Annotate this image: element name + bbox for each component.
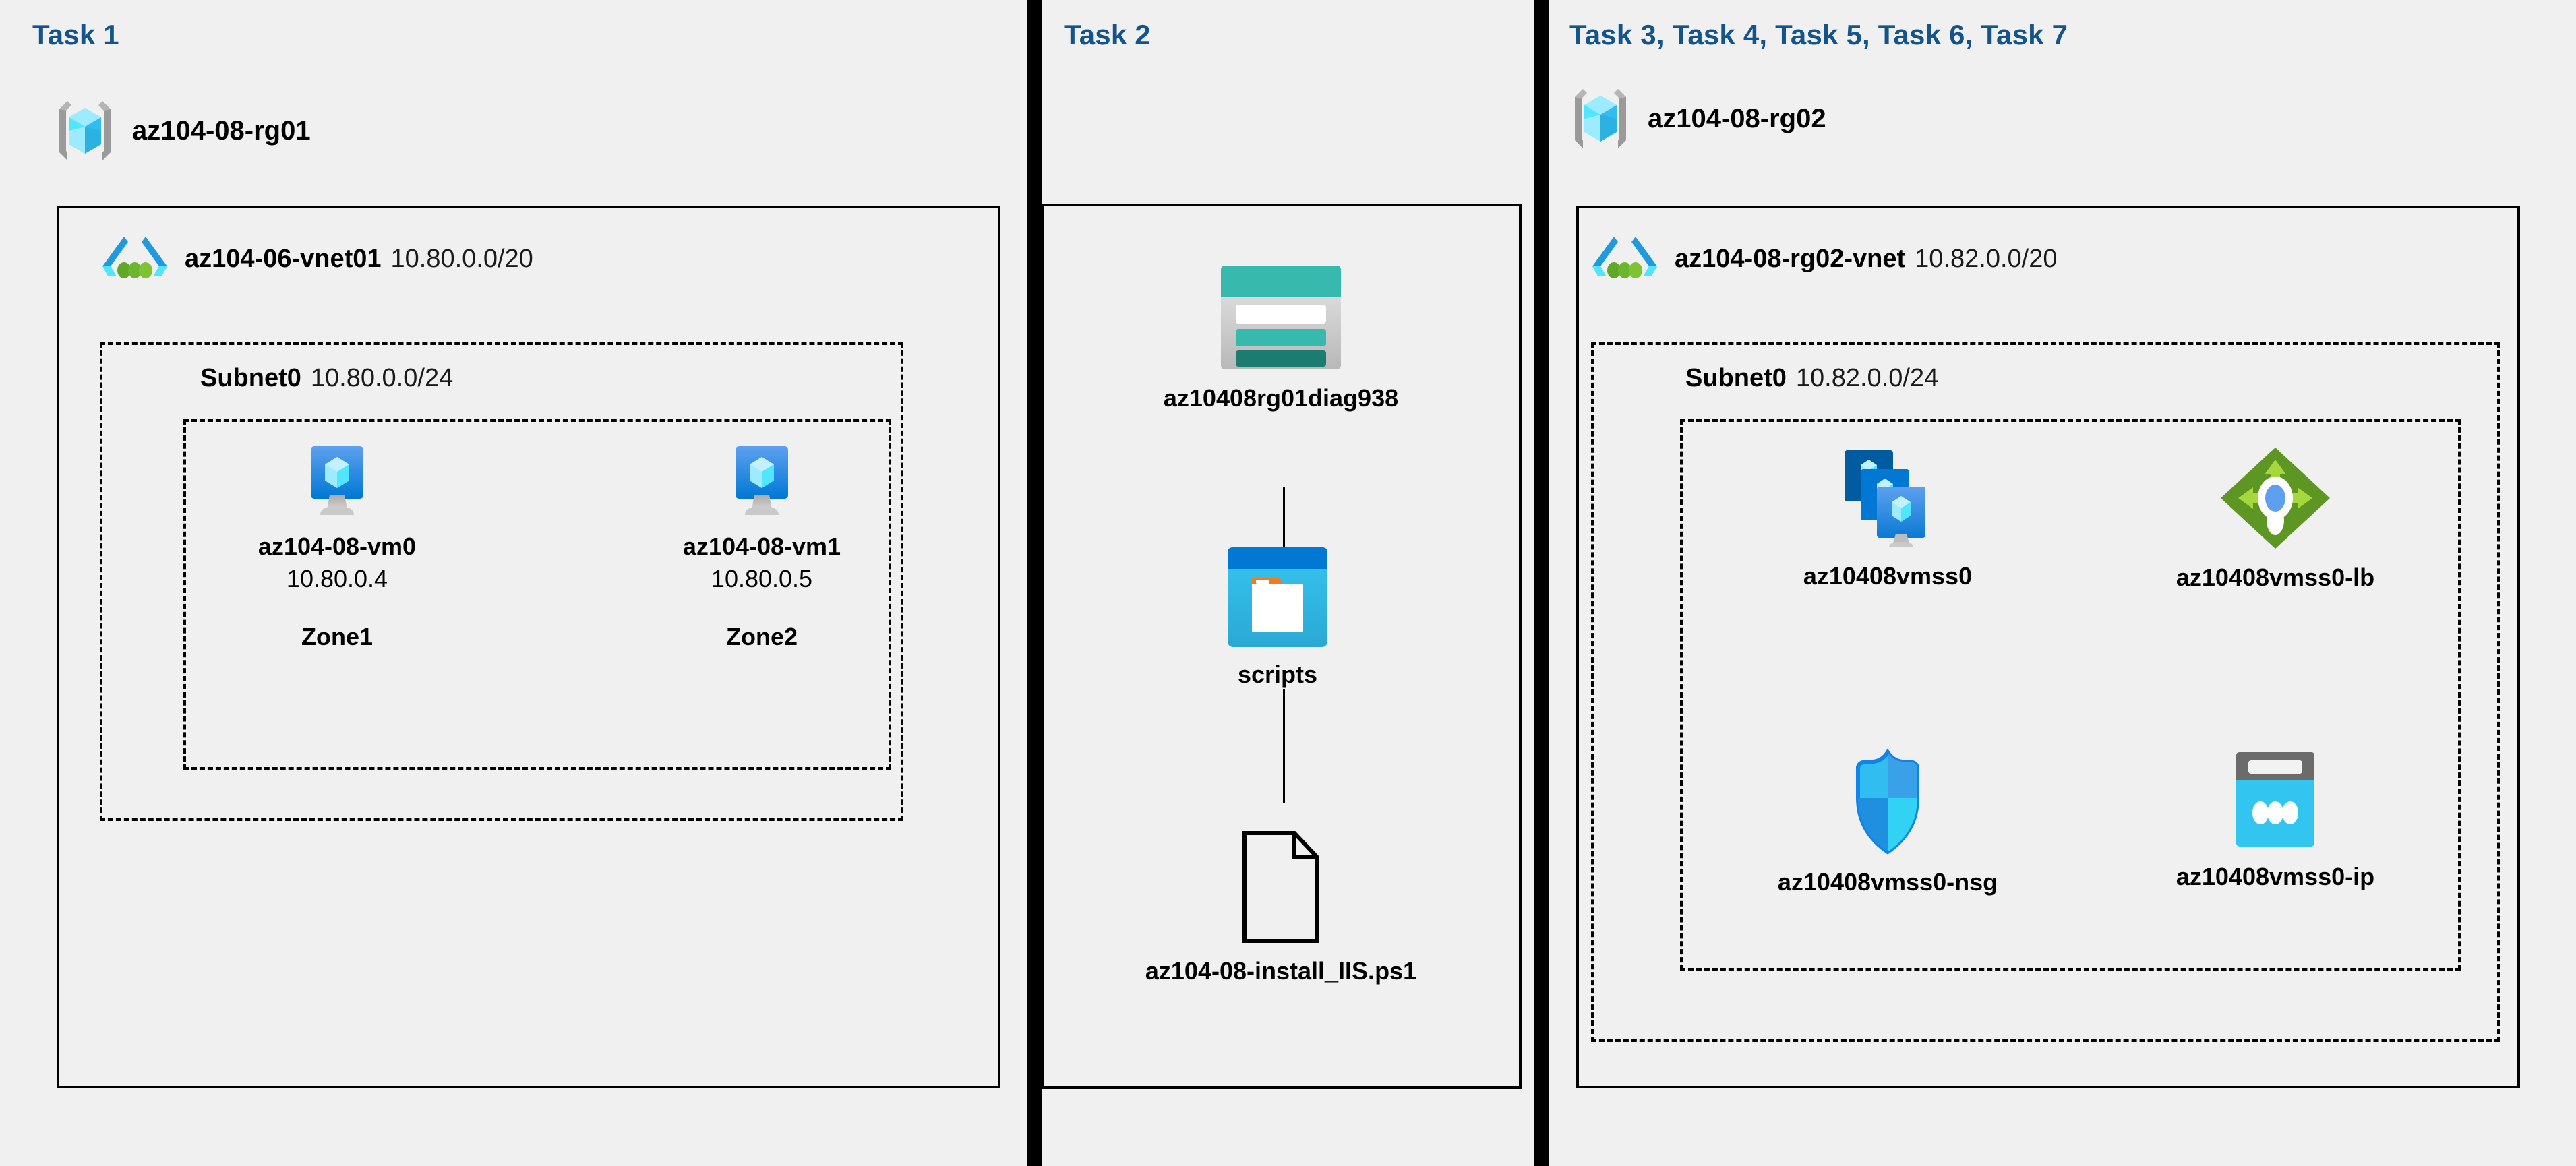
vm-ip: 10.80.0.4 [286, 565, 388, 592]
vnet-label-row-task3: az104-08-rg02-vnet 10.82.0.0/20 [1591, 233, 2057, 285]
connector-scripts-to-file [1283, 689, 1285, 803]
panel-task1 [0, 0, 1027, 1166]
vnet-label: az104-06-vnet01 10.80.0.0/20 [185, 245, 533, 274]
vnet-name: az104-06-vnet01 [185, 244, 382, 273]
public-ip-address-node[interactable]: az10408vmss0-ip [2124, 748, 2427, 891]
network-security-group-icon [1846, 748, 1929, 856]
panel-divider-left [1027, 0, 1042, 1166]
vm-scale-set-icon [1834, 445, 1942, 550]
vm-scale-set-name: az10408vmss0 [1803, 562, 1973, 590]
vnet-boundary-task3 [1576, 206, 2520, 1088]
file-name: az104-08-install_IIS.ps1 [1145, 957, 1417, 985]
panel-divider-right [1534, 0, 1549, 1166]
resource-group-label: az104-08-rg02 [1648, 103, 1826, 133]
storage-account-icon [1218, 263, 1344, 372]
task2-boundary [1042, 204, 1522, 1089]
load-balancer-node[interactable]: az10408vmss0-lb [2117, 445, 2434, 592]
vm-scale-set-node[interactable]: az10408vmss0 [1733, 445, 2043, 590]
subnet-label-row-task3: Subnet0 10.82.0.0/24 [1685, 364, 1938, 393]
resource-group-rg01: az104-08-rg01 [55, 94, 311, 167]
vm-name: az104-08-vm0 [258, 532, 417, 560]
vnet-cidr: 10.80.0.0/20 [390, 244, 533, 273]
subnet-boundary-task1 [100, 342, 903, 821]
resource-group-icon [55, 94, 115, 167]
connector-storage-to-scripts [1283, 487, 1285, 549]
resource-group-label: az104-08-rg01 [132, 115, 311, 146]
subnet-name: Subnet0 [200, 364, 301, 392]
virtual-network-icon [101, 233, 169, 285]
subnet-boundary-task3 [1591, 342, 2500, 1042]
resource-group-rg02: az104-08-rg02 [1571, 82, 1826, 155]
vm-node-1[interactable]: az104-08-vm1 10.80.0.5 Zone2 [627, 445, 897, 651]
vnet-boundary-task1 [57, 206, 1000, 1088]
vnet-label-row-task1: az104-06-vnet01 10.80.0.0/20 [101, 233, 533, 285]
availability-zone-boundary [183, 419, 891, 770]
vmss-resources-boundary [1680, 419, 2461, 971]
storage-account-node[interactable]: az10408rg01diag938 [1129, 263, 1433, 412]
load-balancer-icon [2218, 445, 2333, 551]
vm-name: az104-08-vm1 [682, 532, 841, 560]
resource-group-icon [1571, 82, 1630, 155]
virtual-machine-icon [725, 445, 799, 520]
blob-container-node[interactable]: scripts [1187, 546, 1369, 689]
public-ip-address-icon [2229, 748, 2321, 851]
virtual-network-icon [1591, 233, 1658, 285]
vnet-name: az104-08-rg02-vnet [1675, 244, 1906, 273]
virtual-machine-icon [300, 445, 374, 520]
public-ip-address-name: az10408vmss0-ip [2176, 863, 2375, 890]
vm-zone: Zone1 [301, 623, 373, 650]
panel-task3 [1549, 0, 2576, 1166]
subnet-label-row-task1: Subnet0 10.80.0.0/24 [200, 364, 453, 393]
vm-zone: Zone2 [725, 623, 798, 650]
blob-container-name: scripts [1237, 661, 1318, 688]
task2-heading: Task 2 [1064, 19, 1151, 51]
task1-heading: Task 1 [32, 19, 119, 51]
vm-ip: 10.80.0.5 [711, 565, 813, 592]
subnet-cidr: 10.82.0.0/24 [1795, 364, 1939, 392]
load-balancer-name: az10408vmss0-lb [2176, 563, 2375, 591]
subnet-name: Subnet0 [1685, 364, 1787, 392]
file-icon [1239, 829, 1323, 945]
blob-container-icon [1226, 546, 1329, 648]
vm-node-0[interactable]: az104-08-vm0 10.80.0.4 Zone1 [202, 445, 472, 651]
task3-heading: Task 3, Task 4, Task 5, Task 6, Task 7 [1569, 19, 2068, 51]
vnet-label: az104-08-rg02-vnet 10.82.0.0/20 [1675, 245, 2057, 274]
network-security-group-name: az10408vmss0-nsg [1777, 868, 1998, 896]
vnet-cidr: 10.82.0.0/20 [1915, 244, 2058, 273]
storage-account-name: az10408rg01diag938 [1163, 384, 1399, 412]
subnet-cidr: 10.80.0.0/24 [310, 364, 454, 392]
file-node[interactable]: az104-08-install_IIS.ps1 [1099, 829, 1463, 985]
network-security-group-node[interactable]: az10408vmss0-nsg [1723, 748, 2053, 896]
